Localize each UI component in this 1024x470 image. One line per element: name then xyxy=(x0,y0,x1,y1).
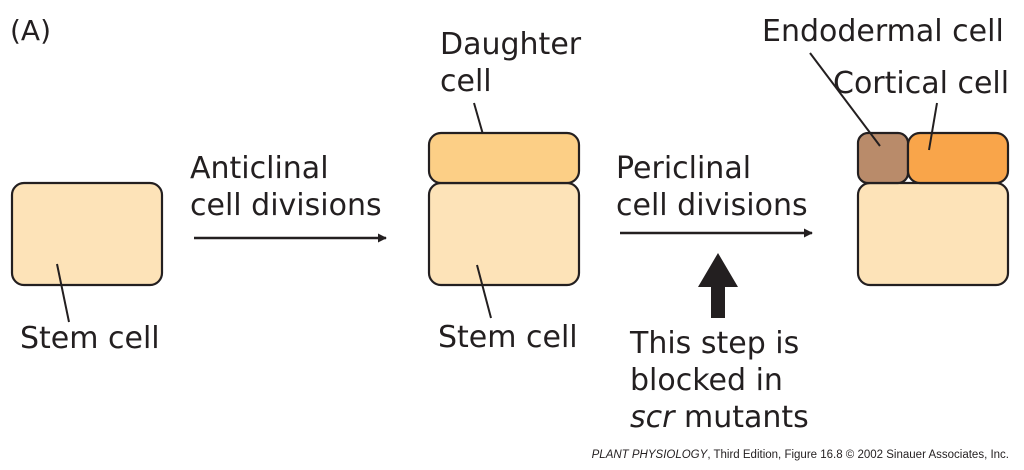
blocked-note-rest: mutants xyxy=(674,400,808,435)
arrow2-label-line1: Periclinal xyxy=(616,151,751,186)
credit-line: PLANT PHYSIOLOGY, Third Edition, Figure … xyxy=(592,449,1009,461)
stage1-stem-cell xyxy=(10,181,164,287)
stage3-endodermal-cell xyxy=(856,131,910,185)
arrow2-label-line2: cell divisions xyxy=(616,188,808,223)
stage3-cortical-leader xyxy=(928,102,938,151)
stage2-stem-cell xyxy=(427,181,581,287)
arrow1-label-line2: cell divisions xyxy=(190,188,382,223)
stage-3-group: Endodermal cell Cortical cell xyxy=(762,14,1010,287)
block-indicator-group: This step is blocked in scr mutants xyxy=(629,253,809,435)
stage3-stem-cell xyxy=(856,181,1010,287)
credit-book: PLANT PHYSIOLOGY xyxy=(592,449,709,461)
blocked-note-line1: This step is xyxy=(629,326,799,361)
stage2-daughter-cell xyxy=(427,131,581,185)
stage3-cortical-label: Cortical cell xyxy=(833,66,1009,101)
arrow1-label-line1: Anticlinal xyxy=(190,151,329,186)
stage3-endodermal-label: Endodermal cell xyxy=(762,14,1004,49)
stage2-daughter-label-line2: cell xyxy=(440,64,492,99)
arrow1-group: Anticlinal cell divisions xyxy=(190,151,387,243)
stage-1-group: Stem cell xyxy=(10,181,164,356)
panel-label: (A) xyxy=(10,14,51,47)
stage1-stem-leader xyxy=(56,263,70,323)
stage3-cortical-cell xyxy=(906,131,1010,185)
blocked-note-gene: scr xyxy=(630,400,676,435)
stage2-stem-leader xyxy=(476,264,492,319)
credit-details: , Third Edition, Figure 16.8 © 2002 Sina… xyxy=(707,449,1009,461)
arrow2-group: Periclinal cell divisions xyxy=(616,151,813,238)
blocked-note-line3: scr mutants xyxy=(630,400,809,435)
stage-2-group: Daughter cell Stem cell xyxy=(427,27,582,355)
block-up-arrow-icon xyxy=(698,253,738,318)
stage1-stem-label: Stem cell xyxy=(20,321,160,356)
blocked-note-line2: blocked in xyxy=(630,363,783,398)
stage2-stem-label: Stem cell xyxy=(438,320,578,355)
stage3-endodermal-leader xyxy=(809,52,881,147)
stage2-daughter-label-line1: Daughter xyxy=(440,27,582,62)
